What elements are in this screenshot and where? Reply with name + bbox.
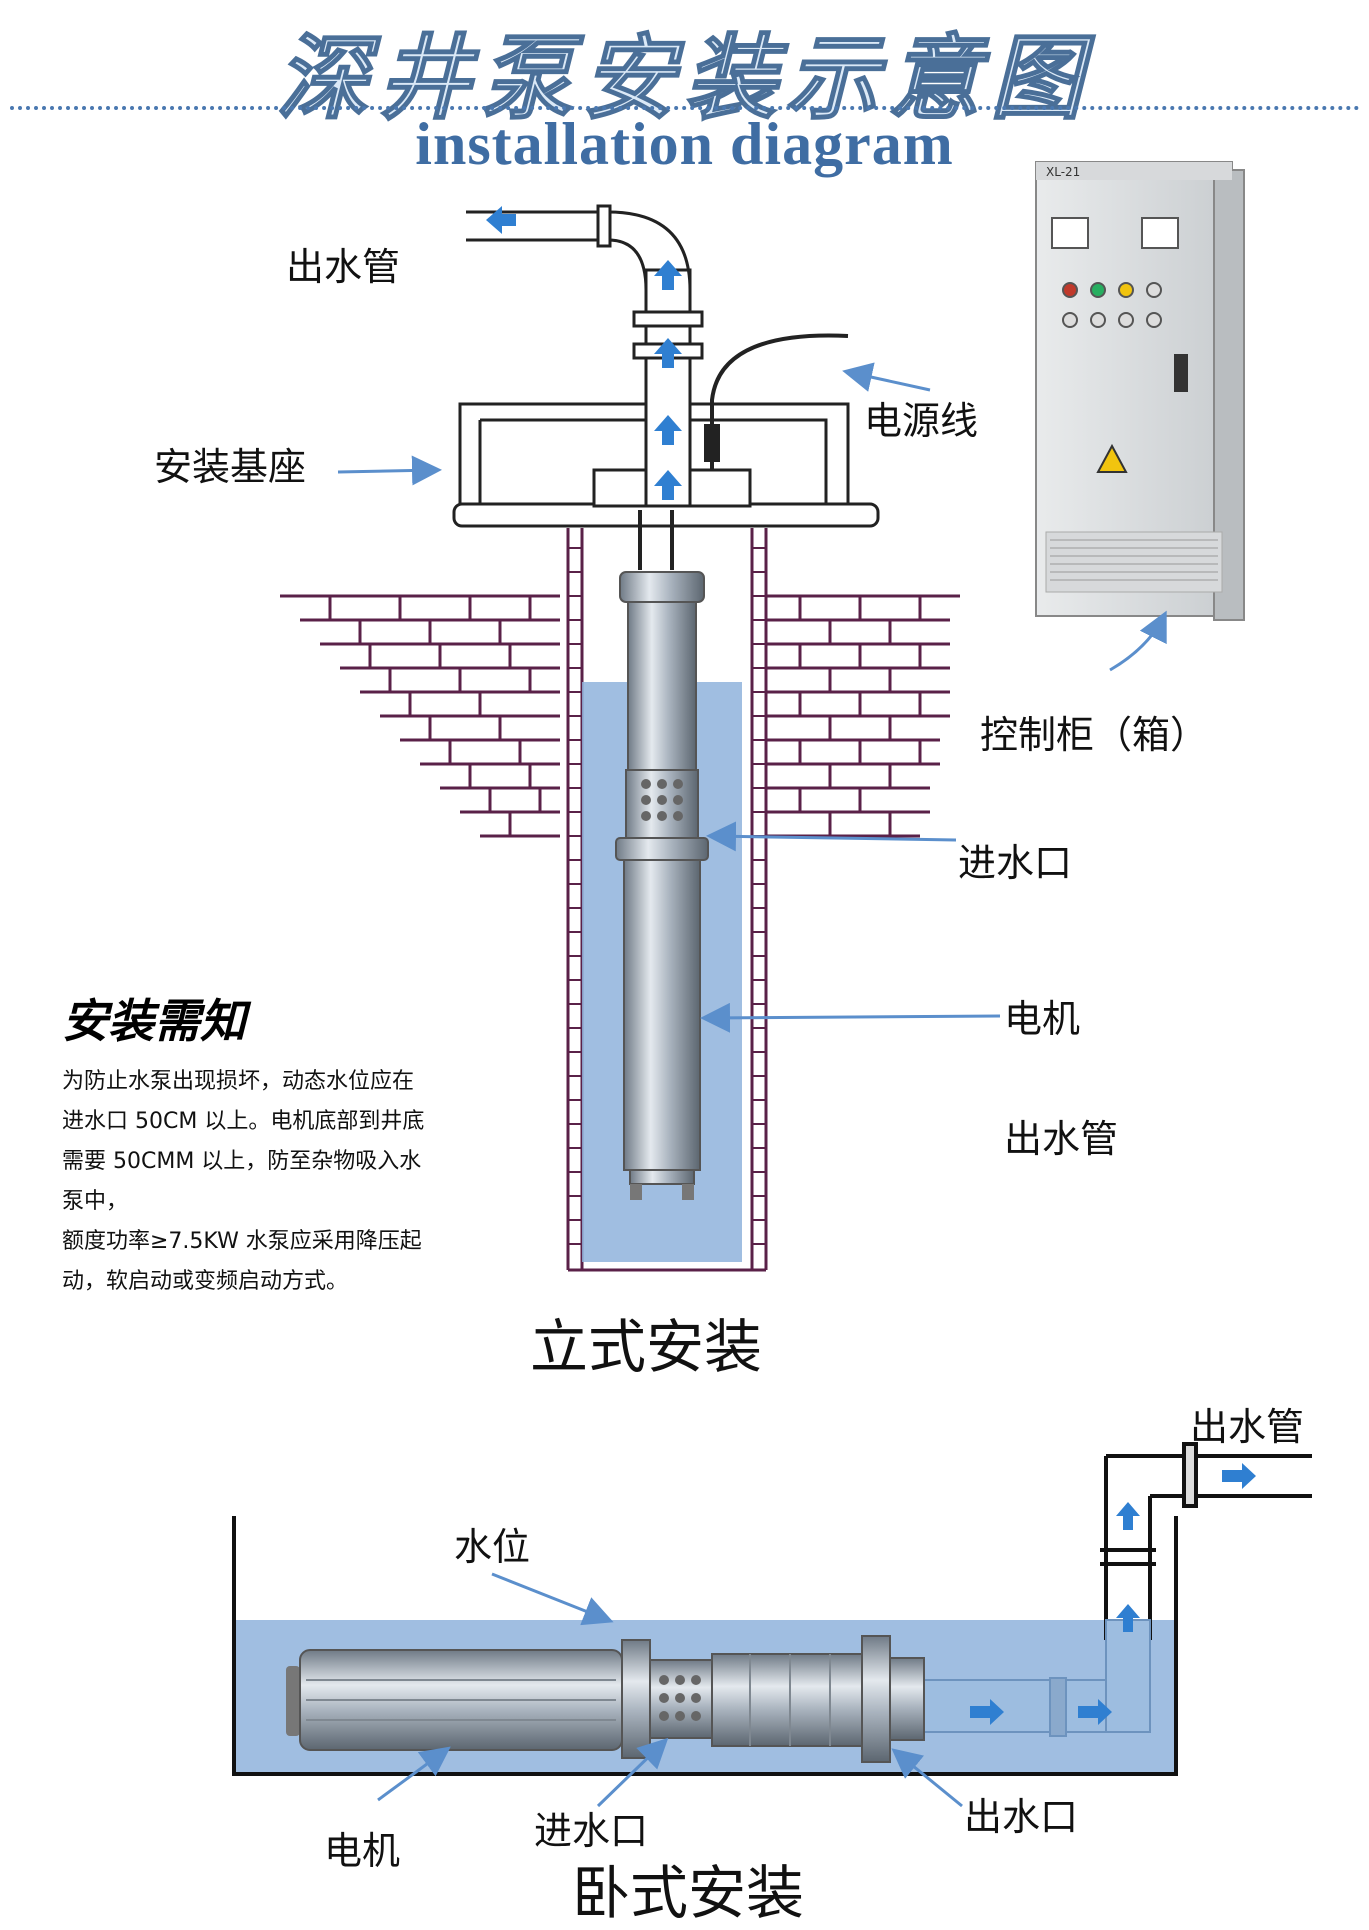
notes-line: 泵中， [62, 1189, 129, 1214]
pipe-coupling [1049, 1677, 1067, 1737]
label-motor-horizontal: 电机 [324, 1829, 401, 1873]
warning-triangle-icon [1096, 443, 1128, 473]
notes-line: 动，软启动或变频启动方式。 [62, 1269, 349, 1294]
label-inlet: 进水口 [958, 841, 1073, 885]
brick-ground-left [280, 594, 560, 838]
page-title-english: installation diagram [415, 111, 954, 177]
label-inlet-horizontal: 进水口 [534, 1809, 649, 1853]
control-cabinet: XL-21 [1035, 161, 1245, 621]
flow-arrows [486, 206, 682, 500]
notes-heading: 安装需知 [62, 994, 246, 1048]
label-power-cable: 电源线 [864, 399, 979, 443]
label-outlet-pipe-top: 出水管 [286, 245, 401, 289]
riser-pipe [466, 204, 704, 508]
label-water-level: 水位 [454, 1525, 531, 1569]
callout-arrows-horizontal [377, 1572, 963, 1808]
horizontal-installation-diagram [232, 1442, 1312, 1808]
vertical-installation-diagram: XL-21 [280, 161, 1245, 1272]
label-control-cabinet: 控制柜（箱） [980, 713, 1209, 757]
tank-walls [232, 1516, 1178, 1776]
page-title-chinese: 深井泵安装示意图 [275, 23, 1093, 133]
outlet-piping [1100, 1442, 1312, 1640]
label-motor: 电机 [1004, 997, 1081, 1041]
horizontal-pump [286, 1635, 925, 1763]
notes-line: 为防止水泵出现损坏，动态水位应在 [62, 1069, 415, 1094]
label-outlet-pipe-horizontal: 出水管 [1190, 1405, 1305, 1449]
installation-notes: 为防止水泵出现损坏，动态水位应在 进水口 50CM 以上。电机底部到井底 需要 … [62, 1062, 522, 1302]
drop-cables [638, 333, 849, 570]
vertical-pump [615, 571, 709, 1200]
cable-gland [704, 424, 720, 462]
section-title-vertical: 立式安装 [530, 1313, 763, 1381]
callout-arrows-vertical [337, 362, 1167, 1033]
label-installation-base: 安装基座 [154, 445, 307, 489]
section-title-horizontal: 卧式安装 [572, 1859, 805, 1927]
label-outlet-pipe-mid: 出水管 [1004, 1117, 1119, 1161]
title-divider [10, 106, 1360, 110]
notes-line: 需要 50CMM 以上，防至杂物吸入水 [62, 1149, 422, 1174]
notes-line: 额度功率≥7.5KW 水泵应采用降压起 [62, 1229, 422, 1254]
cabinet-model-label: XL-21 [1046, 165, 1080, 179]
label-outlet-horizontal: 出水口 [964, 1795, 1079, 1839]
flow-arrows-horizontal [970, 1463, 1256, 1725]
brick-ground-right [766, 594, 960, 838]
notes-line: 进水口 50CM 以上。电机底部到井底 [62, 1109, 425, 1134]
outlet-pipe-riser-underwater [1105, 1619, 1151, 1733]
